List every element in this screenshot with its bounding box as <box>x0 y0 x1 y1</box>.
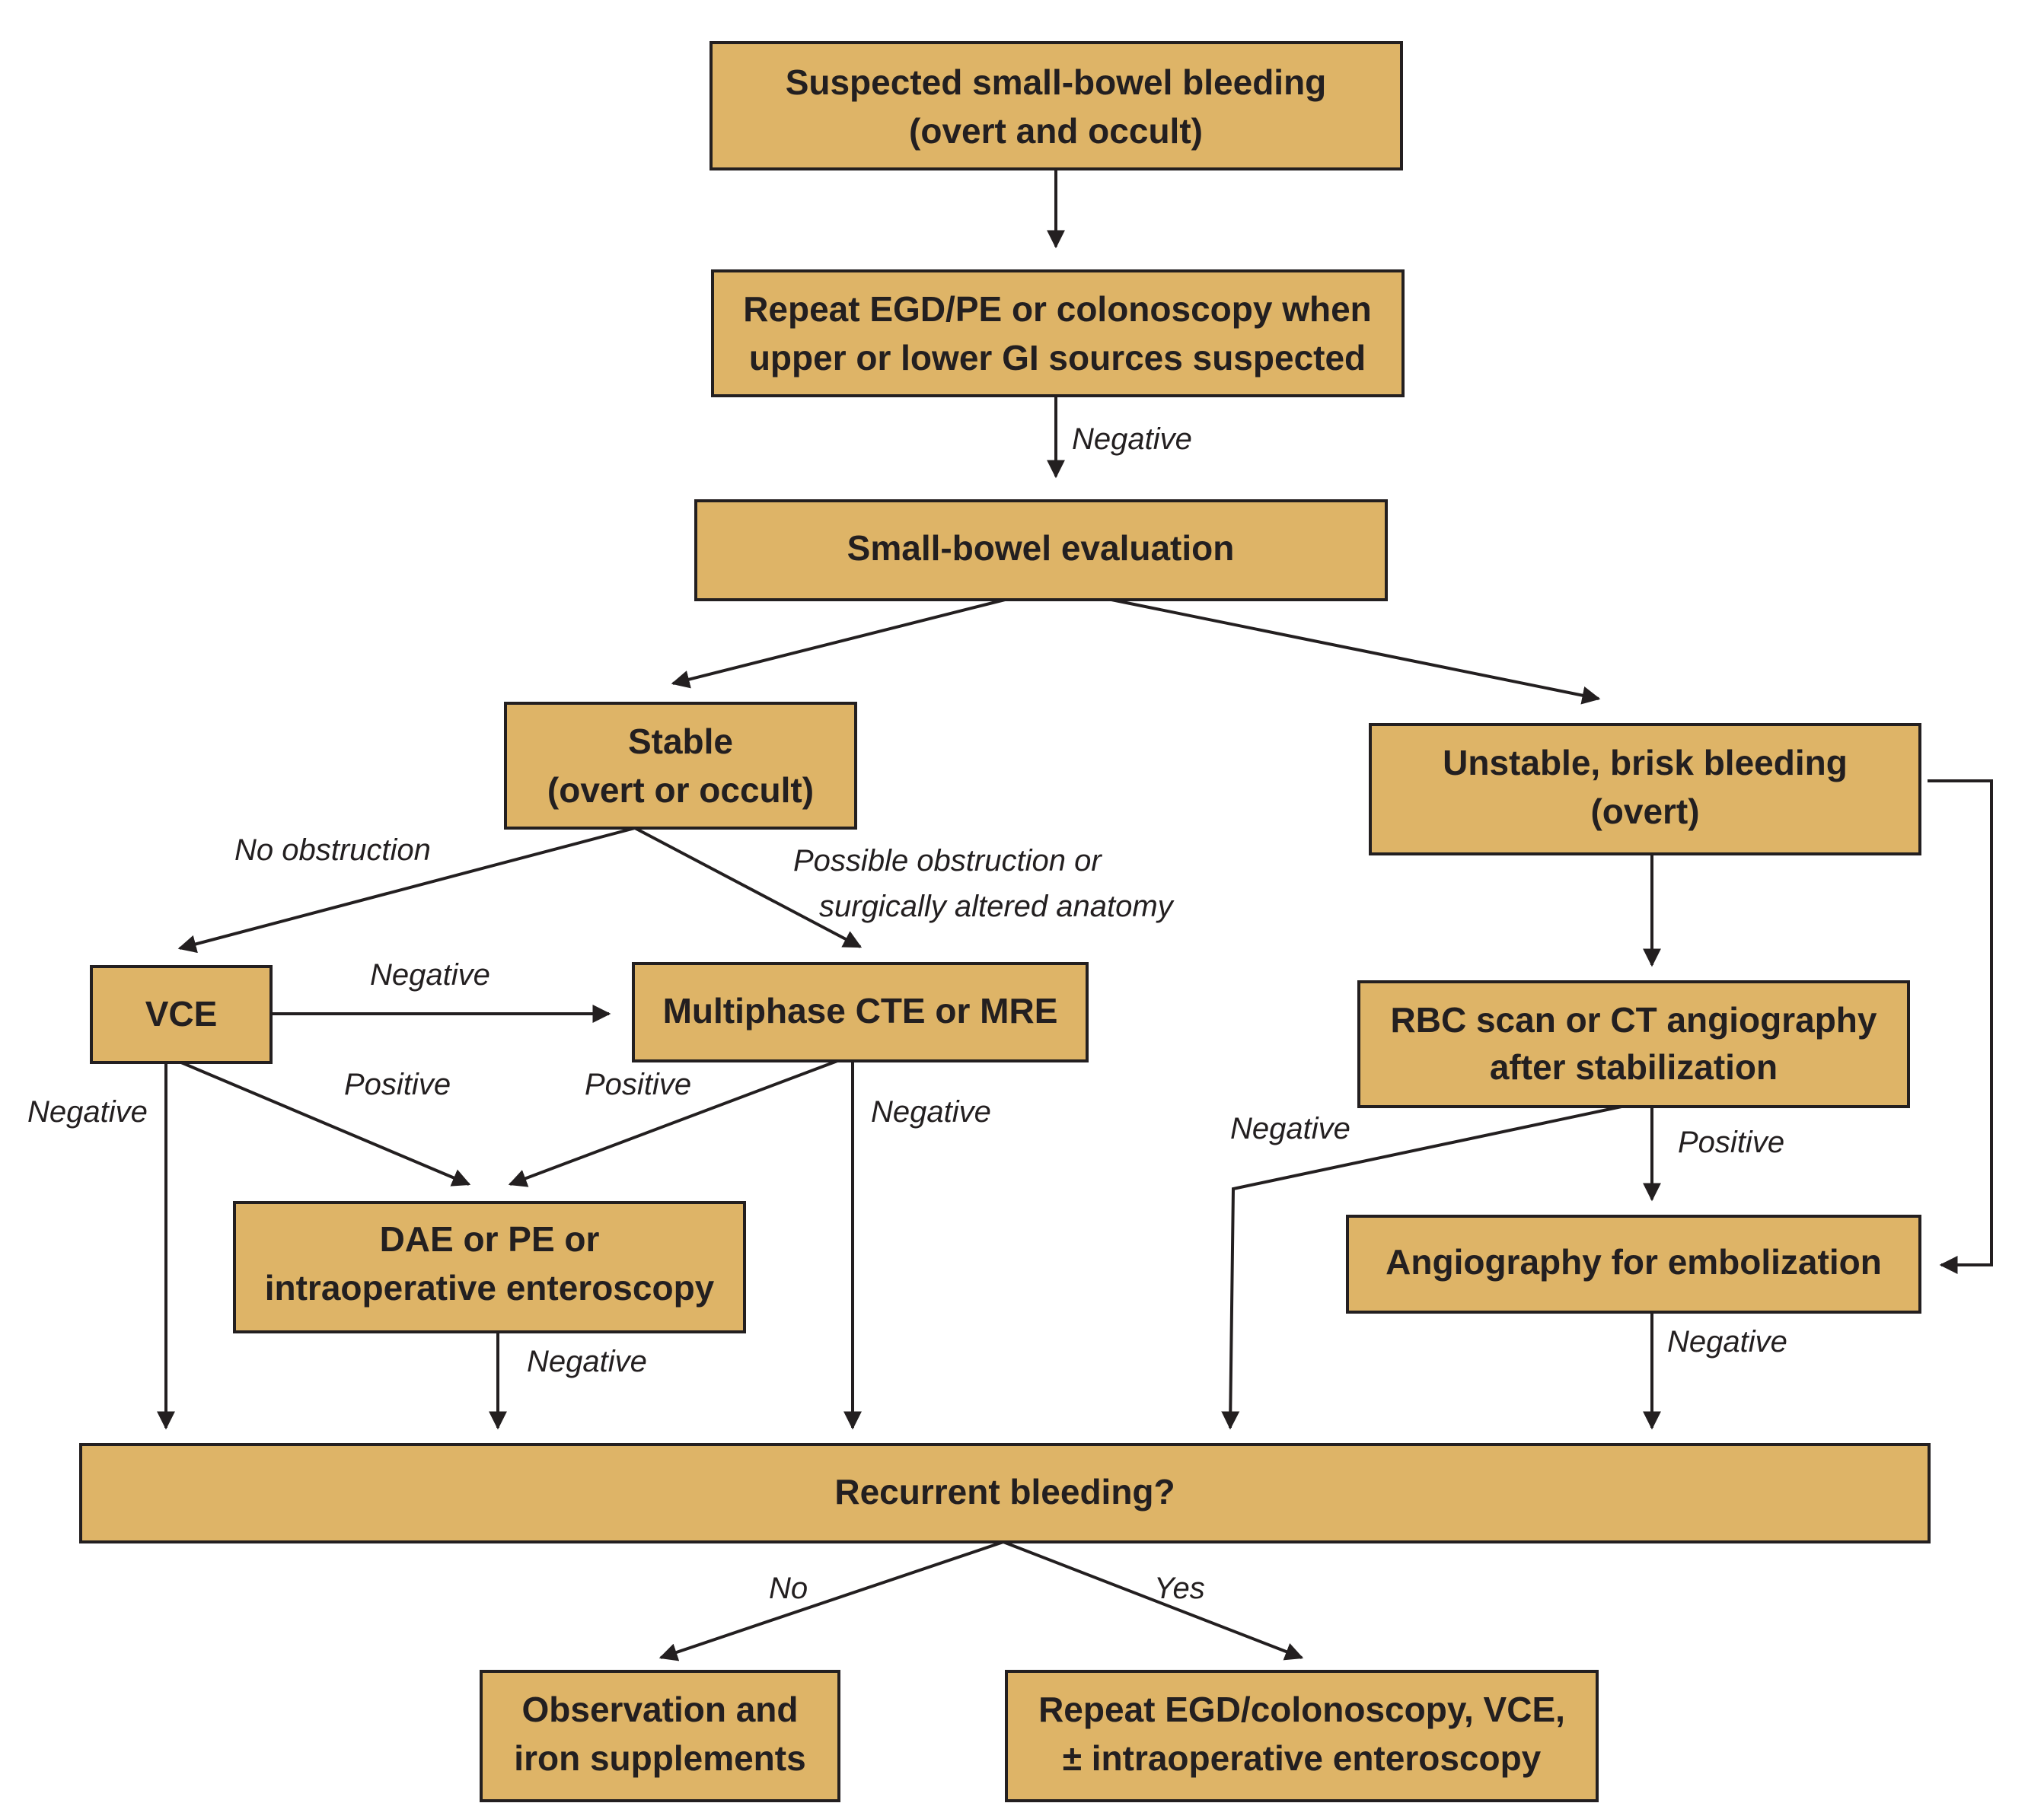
label-multiphase-negative: Negative <box>871 1095 991 1129</box>
label-recurrent-no: No <box>769 1572 808 1605</box>
node-vce: VCE <box>90 965 273 1064</box>
label-vce-to-multiphase-negative: Negative <box>370 958 490 992</box>
label-multiphase-positive: Positive <box>585 1068 691 1101</box>
node-repeat-egd-line-2: upper or lower GI sources suspected <box>749 338 1366 377</box>
label-possible-obstruction-1: Possible obstruction or <box>793 844 1102 878</box>
node-angiography-line-1: Angiography for embolization <box>1386 1242 1882 1282</box>
node-unstable-line-2: (overt) <box>1590 792 1699 831</box>
node-rbc-scan: RBC scan or CT angiography after stabili… <box>1357 980 1910 1108</box>
node-unstable: Unstable, brisk bleeding (overt) <box>1369 723 1921 855</box>
edge-stable-to-vce <box>177 827 636 954</box>
node-vce-line-1: VCE <box>145 994 218 1034</box>
node-suspected-line-2: (overt and occult) <box>909 111 1203 151</box>
edge-multiphase-to-dae <box>508 1059 838 1187</box>
edge-eval-to-unstable <box>1111 598 1601 705</box>
edge-unstable-to-angiography <box>1928 779 1993 1274</box>
node-recurrent-line-1: Recurrent bleeding? <box>834 1472 1175 1512</box>
edge-eval-to-stable <box>671 598 1006 689</box>
label-repeat-negative: Negative <box>1072 422 1192 456</box>
label-dae-negative: Negative <box>527 1345 647 1378</box>
node-repeat-egd: Repeat EGD/PE or colonoscopy when upper … <box>711 269 1405 397</box>
node-multiphase-line-1: Multiphase CTE or MRE <box>663 991 1058 1031</box>
node-repeat-final-line-2: ± intraoperative enteroscopy <box>1063 1738 1542 1778</box>
node-stable-line-1: Stable <box>628 722 733 761</box>
node-angiography: Angiography for embolization <box>1346 1215 1921 1314</box>
node-stable: Stable (overt or occult) <box>504 702 857 830</box>
node-repeat-final: Repeat EGD/colonoscopy, VCE, ± intraoper… <box>1005 1670 1599 1802</box>
label-possible-obstruction-2: surgically altered anatomy <box>819 890 1175 923</box>
edge-vce-to-dae <box>180 1061 471 1187</box>
node-stable-line-2: (overt or occult) <box>547 770 814 810</box>
node-repeat-final-line-1: Repeat EGD/colonoscopy, VCE, <box>1038 1690 1565 1729</box>
edge-recurrent-to-observation <box>658 1540 1004 1661</box>
node-multiphase: Multiphase CTE or MRE <box>632 962 1089 1062</box>
node-observation-line-1: Observation and <box>522 1690 799 1729</box>
node-observation-line-2: iron supplements <box>514 1738 805 1778</box>
label-angio-negative: Negative <box>1667 1325 1787 1359</box>
label-rbc-positive: Positive <box>1678 1126 1784 1159</box>
node-dae-line-2: intraoperative enteroscopy <box>265 1268 715 1308</box>
node-unstable-line-1: Unstable, brisk bleeding <box>1443 743 1848 782</box>
edge-rbc-to-recurrent <box>1221 1105 1622 1430</box>
node-suspected-line-1: Suspected small-bowel bleeding <box>786 62 1327 102</box>
edge-recurrent-to-repeat-final <box>1003 1540 1304 1661</box>
label-recurrent-yes: Yes <box>1154 1572 1205 1605</box>
node-dae: DAE or PE or intraoperative enteroscopy <box>233 1201 746 1333</box>
label-rbc-negative: Negative <box>1230 1112 1350 1145</box>
label-vce-negative: Negative <box>27 1095 148 1129</box>
label-no-obstruction: No obstruction <box>234 833 431 867</box>
node-rbc-scan-line-1: RBC scan or CT angiography <box>1391 1000 1877 1040</box>
node-sb-eval-line-1: Small-bowel evaluation <box>847 528 1235 568</box>
node-repeat-egd-line-1: Repeat EGD/PE or colonoscopy when <box>743 289 1372 329</box>
edge-stable-to-multiphase <box>634 827 863 948</box>
node-observation: Observation and iron supplements <box>480 1670 840 1802</box>
node-rbc-scan-line-2: after stabilization <box>1490 1047 1778 1087</box>
node-recurrent: Recurrent bleeding? <box>79 1443 1931 1543</box>
node-dae-line-1: DAE or PE or <box>380 1219 600 1259</box>
label-vce-positive: Positive <box>344 1068 451 1101</box>
node-suspected: Suspected small-bowel bleeding (overt an… <box>710 41 1403 170</box>
node-sb-eval: Small-bowel evaluation <box>694 499 1388 601</box>
